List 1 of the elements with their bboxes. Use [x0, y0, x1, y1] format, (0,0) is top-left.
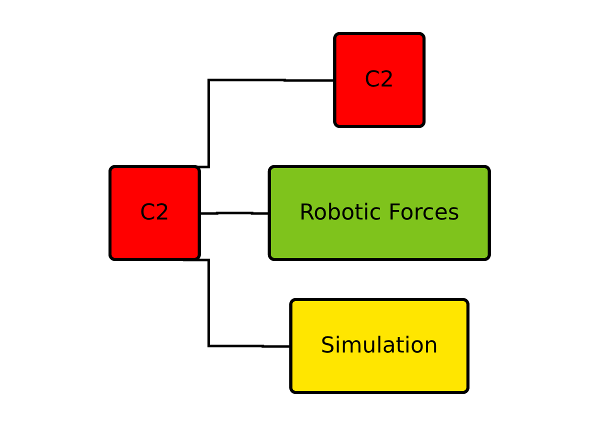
connector — [200, 212, 270, 215]
